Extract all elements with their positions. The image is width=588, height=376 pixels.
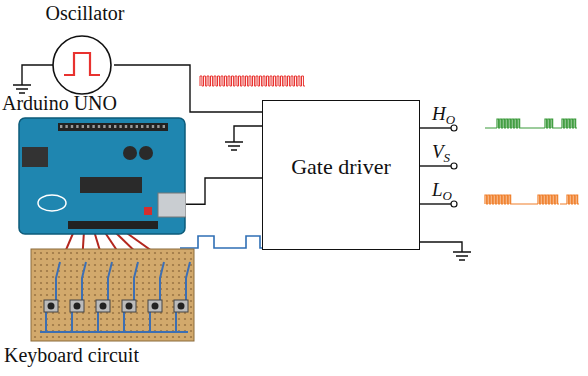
keyboard-circuit: Keyboard circuit (30, 248, 200, 367)
ground-symbol (453, 252, 471, 260)
output-terminal (451, 163, 457, 169)
ground-wire (234, 126, 262, 142)
node-label: Gate driver (291, 154, 391, 180)
output-wire (420, 127, 451, 128)
ground-symbol (225, 142, 243, 150)
output-wire (420, 203, 451, 204)
low-side-signal (485, 195, 579, 204)
pin-name: LO (432, 179, 452, 204)
high-side-signal (485, 119, 577, 128)
connector-wire (186, 178, 262, 204)
ground-wire (420, 242, 462, 252)
node-label: Keyboard circuit (4, 344, 200, 367)
keyboard-wire (82, 231, 84, 264)
connector-wire (114, 65, 262, 112)
ground-wire (22, 65, 53, 85)
gate-driver-box: Gate driver (262, 100, 420, 250)
oscillator: Oscillator (30, 2, 140, 97)
pin-name: HO (432, 103, 455, 128)
output-wire (420, 165, 451, 166)
node-label: Arduino UNO (2, 92, 192, 115)
ground-symbol (13, 85, 31, 93)
oscillator-symbol (50, 33, 114, 97)
perfboard-illustration (30, 248, 195, 342)
arduino-board: Arduino UNO (2, 92, 192, 235)
pin-name: VS (432, 141, 450, 166)
node-label: Oscillator (30, 2, 140, 25)
arduino-illustration (18, 117, 186, 235)
pwm-signal (200, 76, 305, 86)
